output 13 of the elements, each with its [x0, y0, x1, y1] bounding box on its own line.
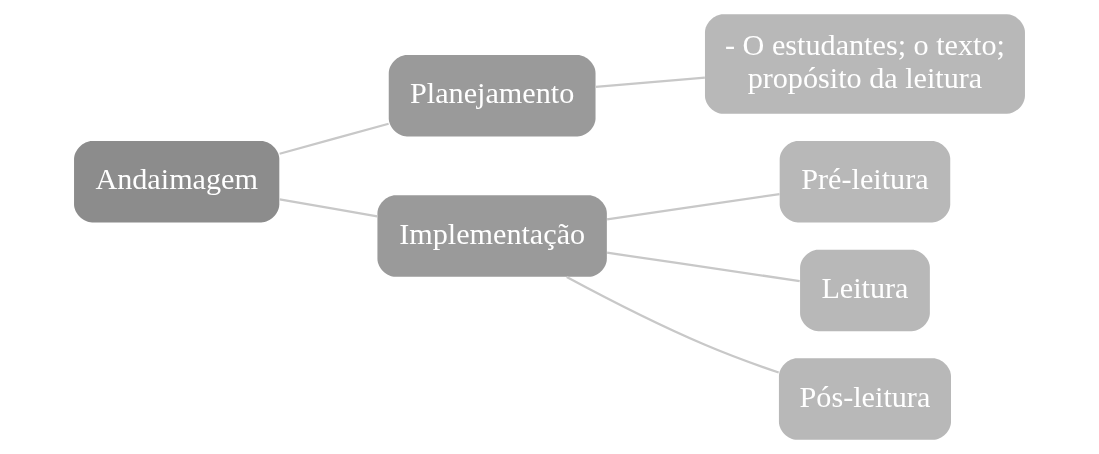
node-box: Planejamento [388, 54, 596, 137]
node-box: Andaimagem [74, 140, 280, 223]
connector [566, 275, 780, 374]
connector [606, 192, 780, 221]
node-box: Pós-leitura [778, 358, 951, 440]
node-box: Implementação [377, 195, 607, 277]
connector [279, 122, 389, 155]
node-box: - O estudantes; o texto; propósito da leitura [704, 14, 1025, 114]
node-box: Pré-leitura [779, 140, 951, 223]
connector [595, 76, 705, 89]
connector [279, 198, 378, 218]
connector [606, 251, 800, 283]
node-box: Leitura [800, 249, 930, 332]
